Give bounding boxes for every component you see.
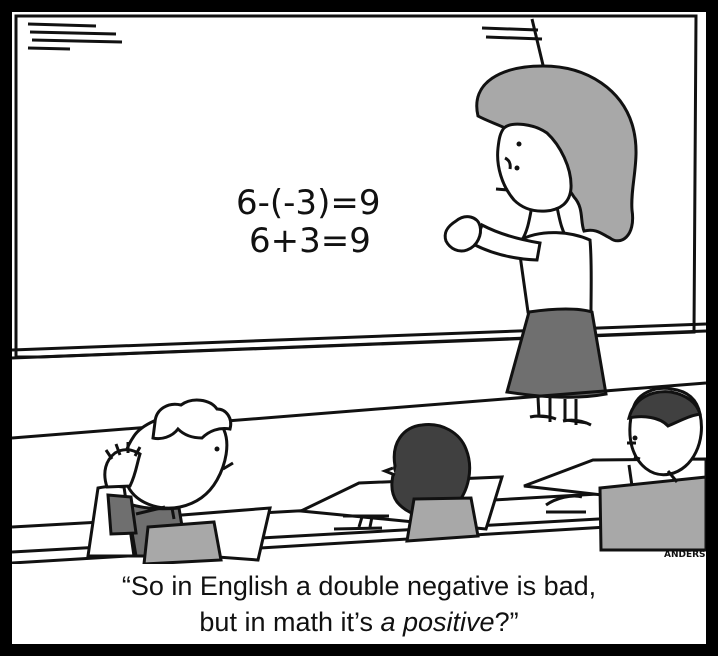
student-center (333, 423, 480, 543)
artist-signature: ANDERSON (664, 550, 706, 560)
teacher (443, 64, 638, 427)
caption-line-one: “So in English a double negative is bad, (121, 571, 597, 601)
equation-one: 6-(-3)=9 (236, 183, 380, 223)
caption-line-two-plain: but in math it’s (199, 607, 381, 637)
caption-line-two-emphasis: a positive (380, 607, 495, 637)
equation-two: 6+3=9 (249, 221, 371, 261)
equation-area: 6-(-3)=9 6+3=9 (236, 183, 380, 261)
cartoon-illustration: 6-(-3)=9 6+3=9 (12, 14, 706, 564)
student-right (545, 386, 706, 552)
cartoon-caption: “So in English a double negative is bad,… (12, 568, 706, 644)
student-left (86, 398, 234, 564)
caption-line-two: but in math it’s a positive?” (12, 604, 706, 640)
caption-line-two-end: ?” (494, 607, 519, 637)
